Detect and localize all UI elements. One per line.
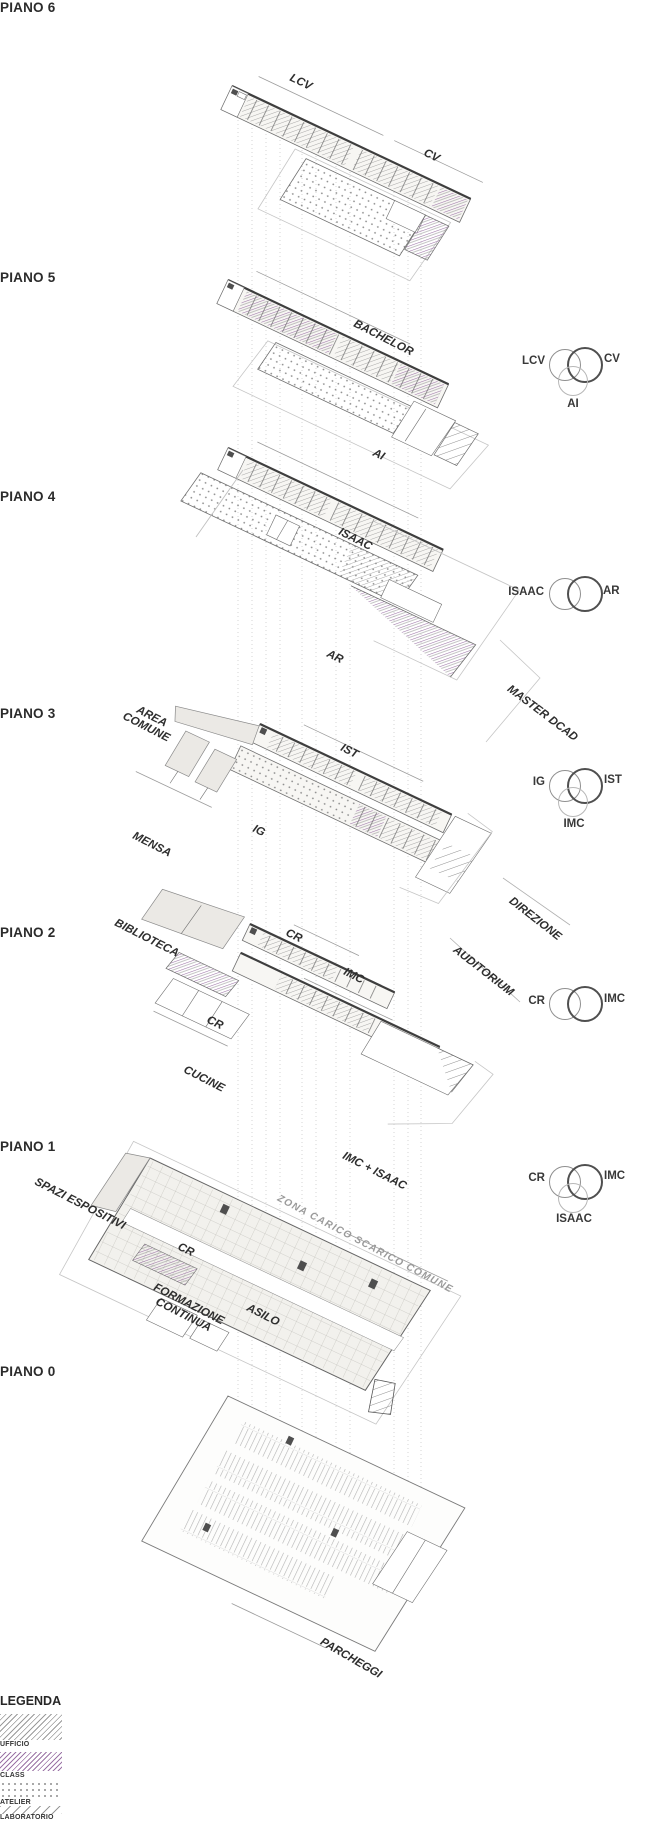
floor-plan-piano5 [216,270,490,490]
venn3-label-bottom: IMC [563,818,585,830]
venn4-label-left: CR [528,995,545,1007]
legend-label-class: CLASS [0,1772,25,1779]
venn3-circle-bottom [558,787,588,817]
floor-plan-piano3 [135,705,493,904]
legend-swatch-atelier [0,1781,62,1798]
venn2-label-left: ISAAC [508,586,544,598]
floor-label-piano2: PIANO 2 [0,925,56,940]
floor-label-piano0: PIANO 0 [0,1364,56,1379]
venn3-label-left: IG [532,776,545,788]
legend-title: LEGENDA [0,1694,62,1708]
venn5-label-right: IMC [604,1170,626,1182]
floor-plan-piano2 [141,888,494,1125]
legend-label-atelier: ATELIER [0,1799,31,1806]
venn1-circle-bottom [558,366,588,396]
venn2-label-right: AR [603,585,620,597]
legend-swatch-class [0,1752,62,1771]
venn2-circle-right [567,576,603,612]
floor-plan-piano0 [141,1395,466,1652]
venn1-label-bottom: AI [567,398,579,410]
venn5-label-bottom: ISAAC [556,1213,592,1225]
venn4-label-right: IMC [604,993,626,1005]
legend-swatch-ufficio [0,1714,62,1740]
floor-label-piano4: PIANO 4 [0,489,56,504]
venn4-circle-right [567,986,603,1022]
legend-label-ufficio: UFFICIO [0,1741,30,1748]
venn5-circle-bottom [558,1183,588,1213]
floor-label-piano3: PIANO 3 [0,706,56,721]
floor-label-piano6: PIANO 6 [0,0,56,15]
legend-swatch-laboratorio [0,1806,62,1814]
legend-label-laboratorio: LABORATORIO [0,1814,54,1821]
floor-plan-piano1 [58,1140,462,1425]
venn1-label-right: CV [604,353,620,365]
venn5-label-left: CR [528,1172,545,1184]
floor-plan-piano6 [220,76,484,282]
floor-label-piano1: PIANO 1 [0,1139,56,1154]
floor-label-piano5: PIANO 5 [0,270,56,285]
venn3-label-right: IST [604,774,622,786]
venn1-label-left: LCV [522,355,545,367]
floor-plan-piano4 [180,441,520,681]
